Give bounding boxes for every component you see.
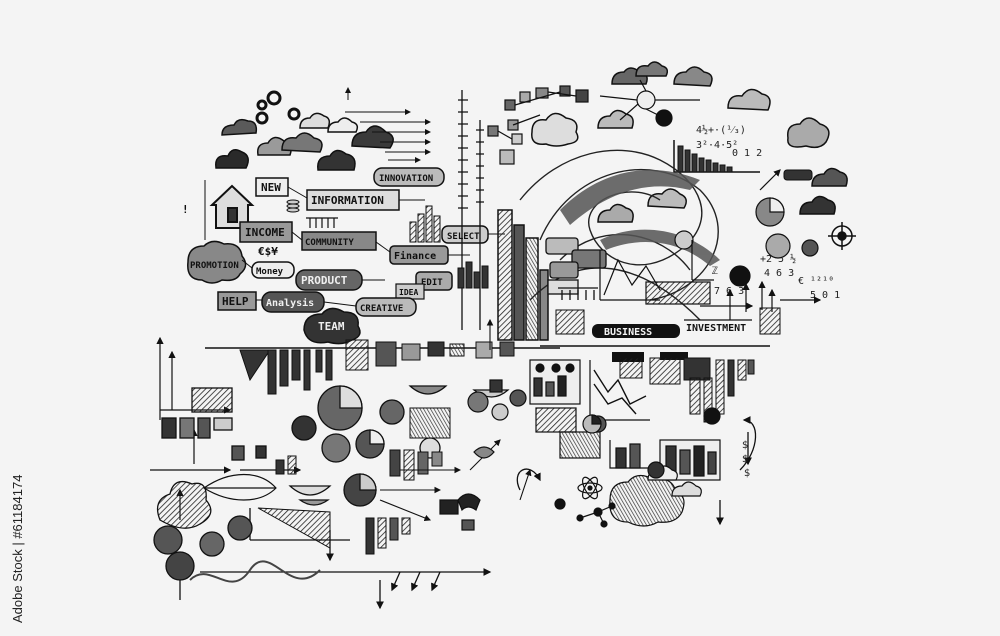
eye-wave-shape [202,473,277,501]
label-team: TEAM [303,307,361,345]
svg-text:4½+·(¹⁄₃): 4½+·(¹⁄₃) [696,124,746,136]
up-arrows-right [700,169,822,320]
declining-bar-chart [673,140,813,181]
coin-stack-icon [286,199,300,213]
svg-text:0 1 2: 0 1 2 [732,148,762,159]
slope-bar-chart [249,507,411,555]
label-information: INFORMATION [306,189,400,211]
svg-text:PROMOTION: PROMOTION [190,261,239,271]
arrow-fan [345,87,431,163]
bottom-axis [200,530,492,610]
small-mark-blocks [612,352,688,362]
molecule-icon [554,498,616,528]
label-creative: CREATIVE [355,297,417,317]
central-bar-chart [497,209,549,341]
svg-text:$: $ [744,468,750,479]
line-graph-right [599,240,714,305]
cloud-cluster-bottom-right [609,461,702,527]
label-income: INCOME [239,221,293,243]
svg-text:Analysis: Analysis [266,297,314,309]
label-product: PRODUCT [295,269,363,291]
svg-text:IDEA: IDEA [399,288,418,297]
svg-text:5 0 1: 5 0 1 [810,290,840,301]
svg-text:$: $ [742,454,748,465]
currency-symbols: €$¥ [258,245,278,258]
exclamation-mark: ! [182,203,189,216]
small-icons-center [439,379,527,531]
business-bars [555,307,781,335]
label-analysis: Analysis [261,291,325,313]
svg-text:COMMUNITY: COMMUNITY [305,238,354,248]
svg-text:NEW: NEW [261,181,281,194]
svg-text:INVESTMENT: INVESTMENT [686,323,746,334]
svg-text:PRODUCT: PRODUCT [301,274,348,287]
label-finance: Finance [389,245,449,265]
strip-bars-mid [345,339,515,371]
label-business: BUSINESS [592,324,680,338]
svg-text:$: $ [742,440,748,451]
pie-small-right [582,414,602,434]
wavy-line [189,560,321,583]
speech-bubbles [545,237,607,295]
dollar-marks: $ $ $ [742,440,750,479]
svg-text:INCOME: INCOME [245,226,285,239]
target-icon [828,222,856,250]
hanging-bar-chart-left [239,349,333,395]
svg-text:EDIT: EDIT [421,278,443,288]
label-community: COMMUNITY [301,231,377,251]
svg-text:3²·4·5²: 3²·4·5² [696,140,738,151]
label-edit: EDIT [415,271,453,291]
cloud-icons-top-center [531,61,848,223]
network-nodes [487,85,589,165]
label-investment: INVESTMENT [684,319,752,334]
stock-watermark: Adobe Stock | #61184174 [10,475,25,623]
label-innovation: INNOVATION [373,167,445,187]
svg-text:Money: Money [256,267,284,277]
svg-text:+2 5 ½: +2 5 ½ [760,253,796,265]
tree-clouds-bottom-left [153,480,253,600]
svg-text:HELP: HELP [222,295,249,308]
svg-text:INNOVATION: INNOVATION [379,174,433,184]
label-idea: IDEA [395,283,425,300]
people-chart [558,287,598,300]
label-new: NEW [255,177,289,197]
left-boxes [161,387,267,461]
mini-bar-chart-2 [457,261,489,289]
label-help: HELP [217,291,257,311]
connector-lines [204,180,505,307]
svg-text:INFORMATION: INFORMATION [311,194,384,207]
hub-node [599,79,700,127]
svg-text:BUSINESS: BUSINESS [604,327,652,338]
svg-text:4 6 3: 4 6 3 [764,268,794,279]
svg-text:€ ¹²¹⁰: € ¹²¹⁰ [798,276,834,287]
svg-text:Finance: Finance [394,250,436,262]
pie-charts-right [674,197,819,287]
pie-charts-mid [291,385,441,507]
tower-scale [458,90,484,330]
bowl-icons [288,385,510,506]
mini-bar-chart-1 [409,205,441,243]
hanging-bar-chart-right [619,357,755,423]
house-icon [209,184,255,229]
people-icons [306,217,338,228]
svg-text:Adobe Stock | #61184174: Adobe Stock | #61184174 [10,475,25,623]
svg-text:SELECT: SELECT [447,232,480,242]
svg-text:7 6 3: 7 6 3 [714,286,744,297]
svg-text:ℤ: ℤ [712,266,718,277]
svg-text:CREATIVE: CREATIVE [360,304,403,314]
svg-text:TEAM: TEAM [318,320,345,333]
ring-icons [255,90,301,125]
label-select: SELECT [441,225,489,244]
center-bottom-bars [275,407,451,481]
shaded-swoosh [560,170,720,266]
label-money: Money [251,261,295,279]
curly-arrows [516,416,757,526]
label-promotion: PROMOTION [187,240,247,284]
atom-icon [577,476,603,500]
